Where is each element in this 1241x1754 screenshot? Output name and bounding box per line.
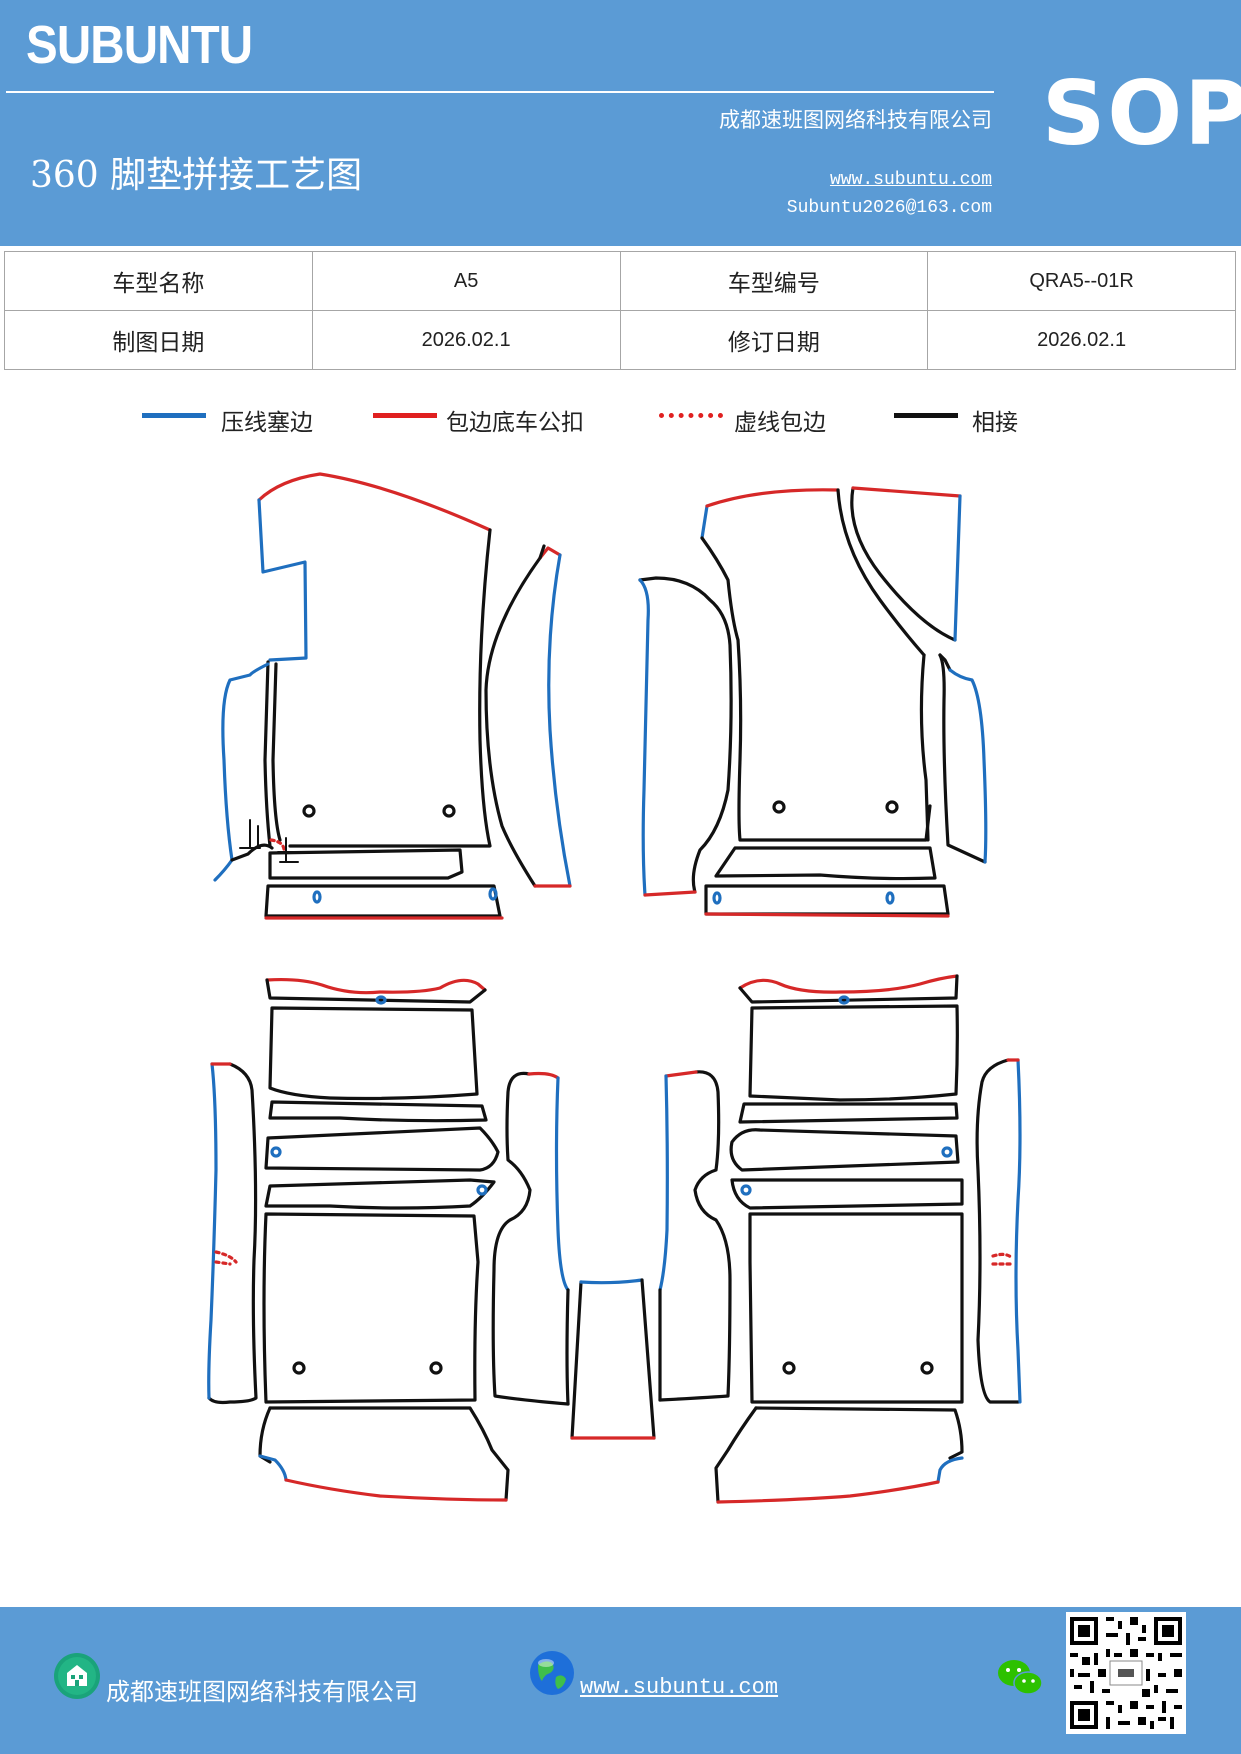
legend-swatch	[373, 413, 437, 418]
table-cell-label: 制图日期	[4, 310, 313, 370]
table-cell-label: 修订日期	[619, 310, 929, 370]
vehicle-info-table: 车型名称 A5 车型编号 QRA5--01R 制图日期 2026.02.1 修订…	[4, 251, 1236, 370]
table-cell-value: A5	[311, 251, 621, 311]
brand-logo: SUBUNTU	[26, 15, 253, 75]
page-title: 360 脚垫拼接工艺图	[30, 155, 363, 196]
legend-label: 包边底车公扣	[446, 410, 584, 436]
rear-right-mat	[658, 974, 1022, 1504]
rear-left-mat	[207, 977, 570, 1502]
legend-swatch	[894, 413, 958, 418]
sop-badge: SOP	[1042, 62, 1241, 165]
front-right-mat	[638, 486, 988, 918]
company-name: 成都速班图网络科技有限公司	[719, 108, 992, 132]
table-cell-value: 2026.02.1	[927, 310, 1236, 370]
legend-swatch	[142, 413, 206, 418]
legend-label: 相接	[972, 410, 1018, 436]
globe-icon	[530, 1651, 574, 1695]
table-cell-value: QRA5--01R	[927, 251, 1236, 311]
legend-swatch	[659, 413, 723, 418]
page-footer: 成都速班图网络科技有限公司 www.subuntu.com	[0, 1607, 1241, 1754]
footer-company-name: 成都速班图网络科技有限公司	[106, 1678, 418, 1706]
wechat-icon	[998, 1660, 1043, 1695]
table-row: 车型名称 A5 车型编号 QRA5--01R	[4, 251, 1236, 311]
legend-label: 虚线包边	[734, 410, 826, 436]
front-left-mat	[213, 472, 572, 920]
table-cell-value: 2026.02.1	[311, 310, 621, 370]
center-tunnel-mat	[570, 1278, 656, 1440]
company-icon	[54, 1653, 100, 1699]
table-cell-label: 车型名称	[4, 251, 313, 311]
footer-website-link[interactable]: www.subuntu.com	[580, 1675, 779, 1700]
header-divider	[6, 91, 994, 93]
legend-label: 压线塞边	[221, 410, 313, 436]
table-cell-label: 车型编号	[619, 251, 929, 311]
qr-code	[1066, 1612, 1186, 1734]
website-link[interactable]: www.subuntu.com	[829, 170, 992, 190]
email-address: Subuntu2026@163.com	[786, 198, 992, 218]
page-header: SUBUNTU SOP 360 脚垫拼接工艺图 成都速班图网络科技有限公司 ww…	[0, 0, 1241, 246]
table-row: 制图日期 2026.02.1 修订日期 2026.02.1	[4, 310, 1236, 370]
